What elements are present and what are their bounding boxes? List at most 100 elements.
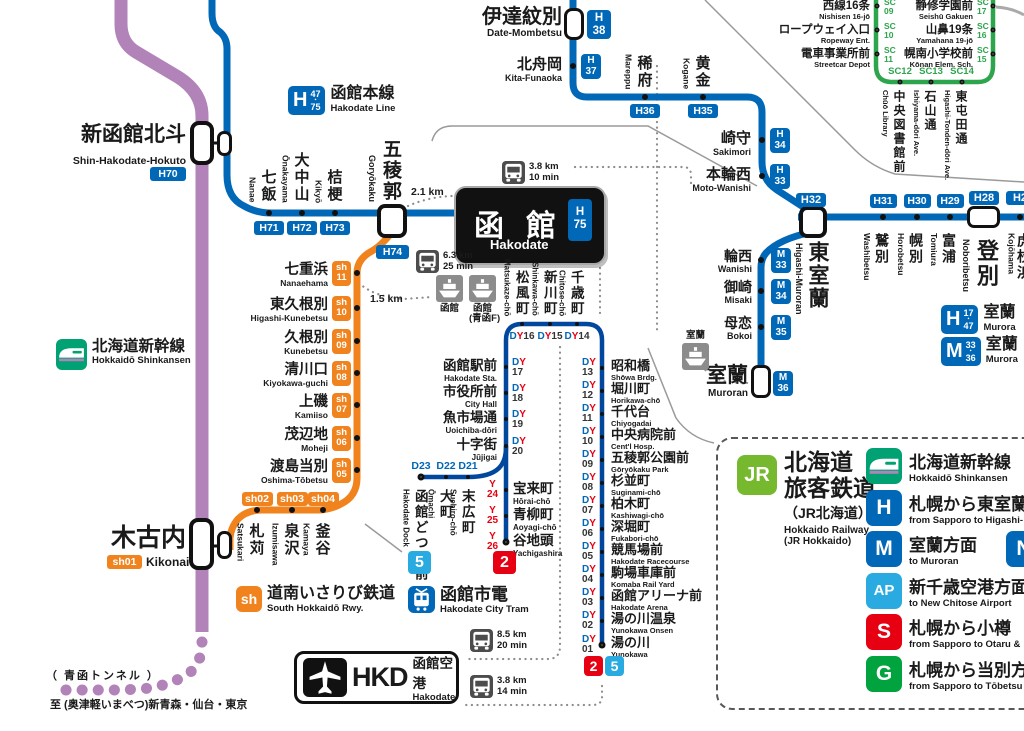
station-dot xyxy=(466,475,470,479)
station-badge: D23 xyxy=(411,460,431,472)
legend-title: 室蘭方面 xyxy=(909,536,977,555)
legend-title: 札幌から東室蘭 xyxy=(909,494,1024,514)
station-dot xyxy=(600,527,604,531)
station-dot xyxy=(332,210,338,216)
station-badge: sh03 xyxy=(276,492,308,506)
station-dot xyxy=(354,435,360,441)
station-badge: H74 xyxy=(376,245,409,259)
station-romaji: Muroran xyxy=(708,388,748,399)
tram-line-label: 函館市電 Hakodate City Tram xyxy=(408,586,529,615)
station-dot xyxy=(914,214,920,220)
station-kikonai-sh xyxy=(217,531,232,559)
station-romaji: Kikyō xyxy=(313,179,324,203)
station-name: 稀府 xyxy=(635,55,653,89)
station-dot xyxy=(354,370,360,376)
station-dot xyxy=(444,475,448,479)
station-dot xyxy=(520,322,524,326)
station-name: 室蘭 xyxy=(706,364,748,387)
line-title: 函館本線 xyxy=(330,85,395,102)
station-dot xyxy=(700,94,706,100)
station-dot xyxy=(504,514,508,518)
legend-subtitle: from Sapporo to Tōbetsu xyxy=(909,680,1023,692)
station-higashi-muroran xyxy=(799,206,827,238)
south-hokkaido-line xyxy=(226,229,395,550)
seikan-destination-label: 至 (奥津軽いまべつ)新青森・仙台・東京 xyxy=(50,699,248,711)
hakodate-line xyxy=(208,0,456,217)
station-name: 千歳町 xyxy=(568,269,584,317)
shinkansen-icon xyxy=(866,448,902,484)
station-badge: H31 xyxy=(869,194,897,208)
station-dot xyxy=(928,79,934,85)
muroran-branch-line xyxy=(757,228,813,380)
station-dot xyxy=(600,412,604,416)
station-badge: sh02 xyxy=(241,492,273,506)
ferry-icon xyxy=(682,343,709,371)
tram-line-number: 5 xyxy=(408,551,431,574)
legend-subtitle: to New Chitose Airport xyxy=(909,597,1012,609)
station-romaji: Kamaya xyxy=(301,523,312,556)
station-dot xyxy=(1017,214,1023,220)
station-dot xyxy=(354,467,360,473)
legend-subtitle: from Sapporo to Higashi- xyxy=(909,514,1023,526)
station-name: 石山通 xyxy=(923,90,937,132)
station-dot xyxy=(600,504,604,508)
station-dot xyxy=(600,389,604,393)
tram-line-number: 2 xyxy=(584,656,603,676)
station-dot xyxy=(504,417,508,421)
station-romaji: Hakodate Dock xyxy=(401,489,411,547)
station-dot xyxy=(600,366,604,370)
station-dot xyxy=(254,507,260,513)
sh-label-subtitle: South Hokkaidō Rwy. xyxy=(267,602,364,614)
station-badge: SC14 xyxy=(950,66,974,77)
hakodate-romaji: Hakodate xyxy=(490,237,549,252)
station-name: 札苅 xyxy=(247,523,265,557)
shinkansen-line-label: 北海道新幹線 Hokkaidō Shinkansen xyxy=(56,338,191,370)
sh-label-title: 道南いさりび鉄道 xyxy=(267,585,396,602)
inset-boundary-line xyxy=(431,125,758,187)
muroran-line-north xyxy=(569,0,816,217)
station-dot xyxy=(758,324,764,330)
station-badge: DY15 xyxy=(537,331,563,342)
station-dot xyxy=(874,3,880,9)
station-goryokaku xyxy=(377,204,407,238)
station-badge: H73 xyxy=(320,221,350,235)
tram-line-number: 5 xyxy=(605,656,624,676)
station-dot xyxy=(504,444,508,448)
station-dot xyxy=(758,288,764,294)
